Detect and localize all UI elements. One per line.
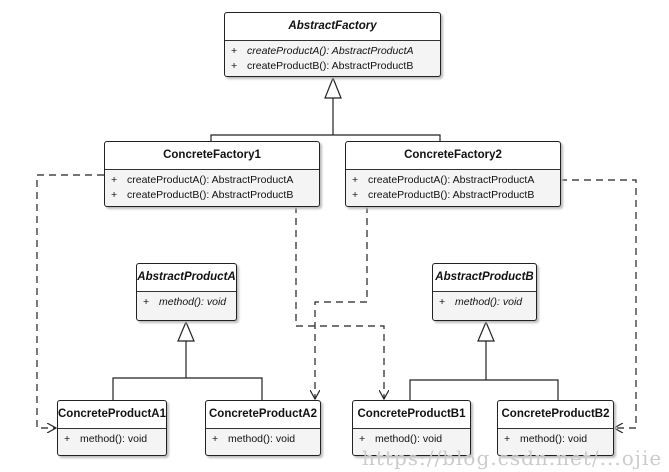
visibility: + bbox=[111, 189, 118, 201]
operation: + method(): void bbox=[64, 432, 160, 447]
signature: createProductA(): AbstractProductA bbox=[368, 174, 535, 186]
class-concrete-factory1[interactable]: ConcreteFactory1 + createProductA(): Abst… bbox=[104, 141, 320, 207]
class-name: ConcreteProductB2 bbox=[498, 401, 613, 429]
dependency-cf1-b1 bbox=[295, 206, 384, 399]
class-abstract-factory[interactable]: AbstractFactory + createProductA(): Abstr… bbox=[224, 12, 441, 77]
operation: + createProductA(): AbstractProductA bbox=[352, 173, 554, 188]
signature: createProductA(): AbstractProductA bbox=[127, 174, 294, 186]
visibility: + bbox=[439, 296, 446, 308]
class-concrete-factory2[interactable]: ConcreteFactory2 + createProductA(): Abst… bbox=[345, 141, 561, 207]
signature: createProductB(): AbstractProductB bbox=[368, 189, 535, 201]
visibility: + bbox=[504, 433, 511, 445]
dependency-cf2-a2 bbox=[315, 206, 368, 399]
signature: method(): void bbox=[520, 433, 588, 445]
class-name: AbstractProductA bbox=[137, 264, 236, 292]
dependency-cf1-a1 bbox=[36, 174, 104, 428]
visibility: + bbox=[212, 433, 219, 445]
signature: createProductA(): AbstractProductA bbox=[247, 45, 414, 57]
class-name: AbstractFactory bbox=[225, 13, 440, 41]
visibility: + bbox=[352, 189, 359, 201]
visibility: + bbox=[231, 45, 238, 57]
signature: createProductB(): AbstractProductB bbox=[127, 189, 294, 201]
class-name: ConcreteFactory2 bbox=[346, 142, 560, 170]
class-concrete-product-a1[interactable]: ConcreteProductA1 + method(): void bbox=[57, 400, 167, 456]
operation: + method(): void bbox=[143, 295, 230, 310]
class-name: ConcreteProductA2 bbox=[206, 401, 320, 429]
watermark: https://blog.csdn.net/...ojie bbox=[362, 446, 663, 470]
class-name: AbstractProductB bbox=[433, 264, 536, 292]
operation: + method(): void bbox=[212, 432, 314, 447]
operation: + createProductB(): AbstractProductB bbox=[231, 59, 434, 74]
generalization-product-b bbox=[409, 320, 559, 400]
signature: method(): void bbox=[80, 433, 148, 445]
operation: + createProductB(): AbstractProductB bbox=[111, 188, 313, 203]
visibility: + bbox=[359, 433, 366, 445]
class-name: ConcreteProductB1 bbox=[353, 401, 470, 429]
operation: + createProductB(): AbstractProductB bbox=[352, 188, 554, 203]
class-name: ConcreteProductA1 bbox=[58, 401, 166, 429]
signature: createProductB(): AbstractProductB bbox=[247, 60, 414, 72]
visibility: + bbox=[111, 174, 118, 186]
operation: + method(): void bbox=[359, 432, 464, 447]
visibility: + bbox=[143, 296, 150, 308]
signature: method(): void bbox=[228, 433, 296, 445]
operation: + method(): void bbox=[439, 295, 530, 310]
generalization-factories bbox=[210, 76, 441, 141]
operation: + method(): void bbox=[504, 432, 607, 447]
visibility: + bbox=[352, 174, 359, 186]
visibility: + bbox=[64, 433, 71, 445]
signature: method(): void bbox=[455, 296, 523, 308]
visibility: + bbox=[231, 60, 238, 72]
class-name: ConcreteFactory1 bbox=[105, 142, 319, 170]
class-concrete-product-b1[interactable]: ConcreteProductB1 + method(): void bbox=[352, 400, 471, 456]
class-concrete-product-a2[interactable]: ConcreteProductA2 + method(): void bbox=[205, 400, 321, 456]
operation: + createProductA(): AbstractProductA bbox=[111, 173, 313, 188]
operation: + createProductA(): AbstractProductA bbox=[231, 44, 434, 59]
class-abstract-product-b[interactable]: AbstractProductB + method(): void bbox=[432, 263, 537, 321]
class-abstract-product-a[interactable]: AbstractProductA + method(): void bbox=[136, 263, 237, 321]
generalization-product-a bbox=[112, 320, 263, 400]
signature: method(): void bbox=[375, 433, 443, 445]
class-concrete-product-b2[interactable]: ConcreteProductB2 + method(): void bbox=[497, 400, 614, 456]
dependency-cf2-b2 bbox=[560, 179, 637, 428]
signature: method(): void bbox=[159, 296, 227, 308]
